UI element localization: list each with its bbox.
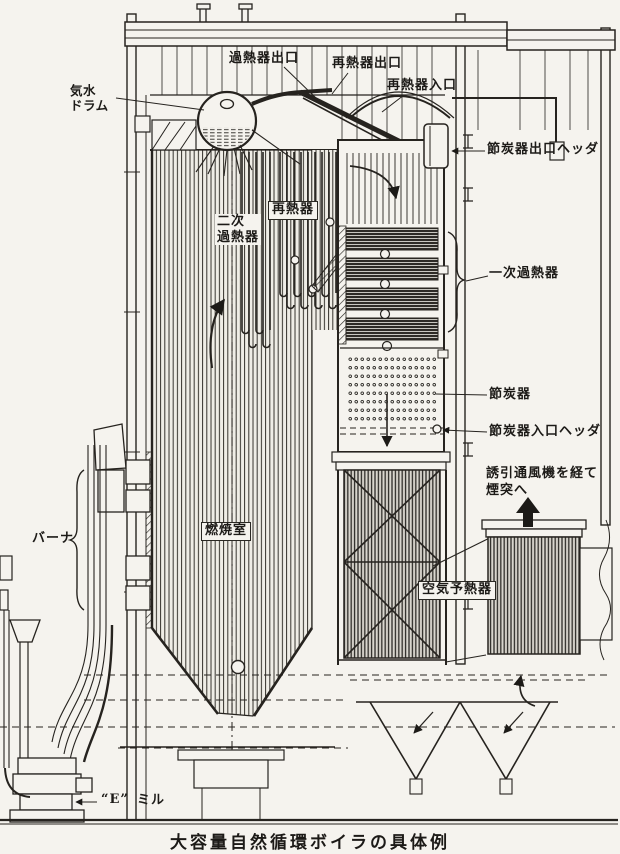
torn-paper-edge <box>599 519 611 661</box>
roof-vent-stubs <box>196 3 253 22</box>
economizer-inlet-header <box>432 424 442 434</box>
hanger-rods <box>161 46 589 140</box>
burner-pipes <box>51 445 114 763</box>
burner-box <box>125 459 151 485</box>
burner-box <box>125 585 151 611</box>
economizer-tubes <box>348 356 436 422</box>
label-reheater: 再熱器 <box>268 201 319 220</box>
label-primary-superheater: 一次過熱器 <box>489 266 560 281</box>
rear-gas-pass <box>331 123 451 471</box>
downcomers <box>195 129 301 177</box>
pass-wall-hatch <box>337 225 347 345</box>
cross-bracing <box>343 469 441 659</box>
label-furnace: 燃焼室 <box>201 522 252 541</box>
burner-box <box>125 555 151 581</box>
feeder-funnel <box>9 619 41 643</box>
level-lines <box>0 674 615 749</box>
flue-gas-up-arrow-icon <box>516 497 540 527</box>
primary-superheater-banks <box>345 227 449 359</box>
steel-frame <box>124 3 616 821</box>
label-to-stack: 誘引通風機を経て 煙突へ <box>486 466 599 498</box>
air-preheater-block <box>337 469 531 665</box>
label-mill-tag: “E” <box>101 792 129 807</box>
burner-brace <box>67 469 85 611</box>
drum-water-level <box>200 127 254 148</box>
burner-box <box>125 489 151 513</box>
label-reheater-inlet: 再熱器入口 <box>387 78 458 93</box>
figure-caption: 大容量自然循環ボイラの具体例 <box>170 833 450 853</box>
label-superheater-outlet: 過熱器出口 <box>229 51 300 66</box>
label-steam-water-drum: 気水 ドラム <box>70 83 109 113</box>
label-mill: ミル <box>137 793 166 808</box>
economizer-outlet-header <box>423 123 449 169</box>
gas-outlet-block <box>481 497 613 707</box>
primary-sh-brace <box>447 231 467 333</box>
gas-turn-arrow-icon <box>349 165 400 200</box>
bottom-hoppers <box>120 701 558 820</box>
label-reheater-outlet: 再熱器出口 <box>332 56 403 71</box>
burner-windbox-group <box>51 423 153 763</box>
label-secondary-superheater: 二次 過熱器 <box>215 214 262 246</box>
manhole <box>230 659 246 675</box>
leader-lines <box>67 66 489 806</box>
coal-mill-group <box>0 555 93 823</box>
furnace-gas-up-arrow-icon <box>209 298 225 369</box>
label-economizer-inlet-header: 節炭器入口ヘッダ <box>489 424 602 439</box>
steam-drum-group <box>134 90 301 177</box>
label-air-preheater: 空気予熱器 <box>418 581 497 600</box>
label-burner: バーナ <box>32 531 75 546</box>
label-economizer: 節炭器 <box>489 387 532 402</box>
label-economizer-outlet-header: 節炭器出口ヘッダ <box>487 142 600 157</box>
